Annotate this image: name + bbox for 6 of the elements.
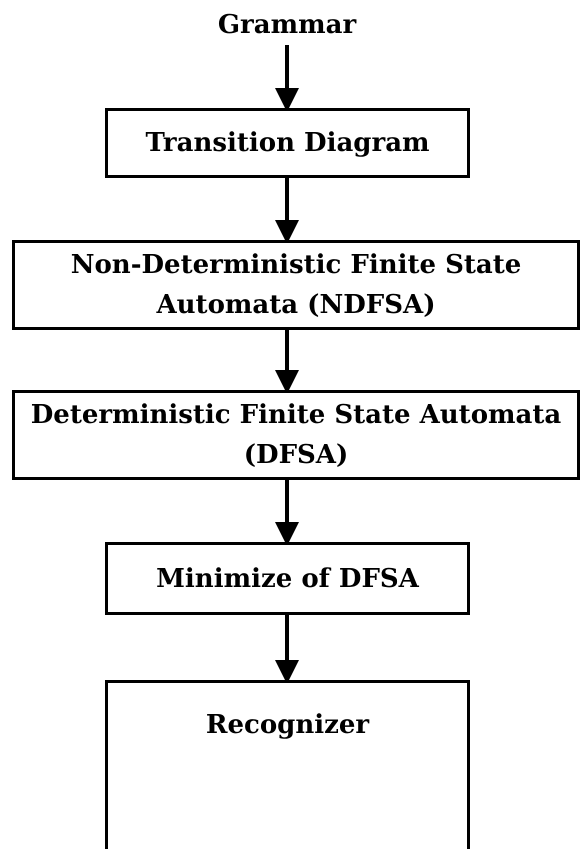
process-box: Minimize of DFSA: [105, 542, 470, 615]
process-box: Transition Diagram: [105, 108, 470, 178]
process-box: Non-Deterministic Finite State Automata (NDFSA): [12, 240, 580, 330]
process-box: Recognizer: [105, 680, 470, 849]
process-box: Deterministic Finite State Automata (DFSA): [12, 390, 580, 480]
node-label: Grammar: [200, 5, 374, 45]
